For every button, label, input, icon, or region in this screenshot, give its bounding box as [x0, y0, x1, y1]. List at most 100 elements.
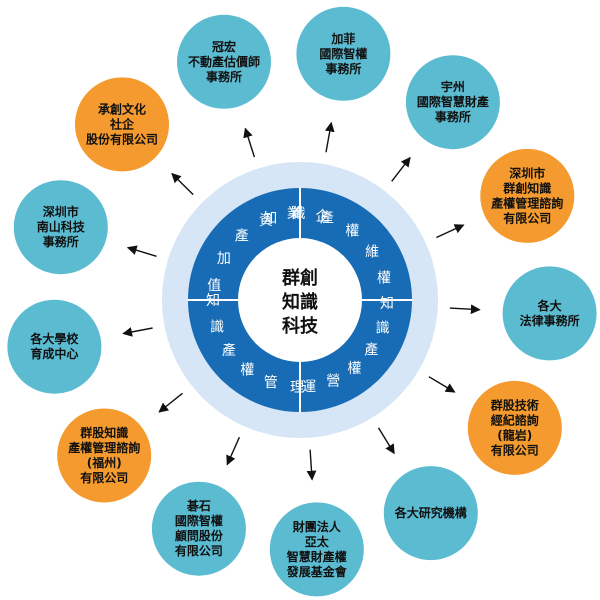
- arrow-to-research: [377, 427, 395, 455]
- ring-char: 知: [263, 210, 277, 227]
- ring-char: 產: [235, 227, 249, 244]
- partner-node-label: 法律事務所: [520, 313, 580, 328]
- partner-node-label: 事務所: [325, 61, 361, 76]
- partner-node-circle: [177, 14, 271, 109]
- arrow-to-yuzhou: [391, 156, 411, 182]
- ring-char: 識: [292, 206, 306, 222]
- partner-node-research: 各大研究機構: [383, 466, 478, 561]
- ring-char: 知: [206, 292, 220, 309]
- partner-node-label: (福州): [87, 455, 122, 470]
- partner-node-circle: [57, 408, 152, 503]
- center-title-line: 知識: [282, 291, 318, 313]
- partner-node-label: 事務所: [43, 234, 79, 249]
- center-title-line: 群創: [282, 267, 318, 289]
- partner-node-circle: [296, 6, 391, 101]
- partner-node-label: 加菲: [330, 31, 355, 46]
- partner-node-circle: [467, 380, 562, 475]
- ring-char: 權: [348, 361, 362, 377]
- partner-node-circle: [13, 180, 108, 275]
- ring-char: 權: [240, 362, 254, 378]
- arrow-to-nanshan: [126, 245, 157, 257]
- ring-char: 知: [380, 295, 394, 312]
- ring-char: 識: [210, 319, 224, 335]
- partner-node-circle: [405, 55, 500, 150]
- ring-char: 管: [264, 375, 278, 391]
- partner-node-label: 產權管理諮詢: [67, 440, 140, 455]
- partner-node-label: 碁石: [187, 498, 211, 513]
- arrow-to-guanhong: [243, 127, 256, 158]
- partner-node-circle: [502, 266, 597, 361]
- partner-node-label: 亞太: [305, 534, 330, 549]
- partner-node-label: 冠宏: [212, 39, 236, 54]
- partner-node-label: 國際智權: [175, 513, 223, 528]
- partner-node-circle: [151, 481, 246, 576]
- partner-node-label: 深圳市: [43, 204, 79, 219]
- partner-node-label: 不動產估價師: [188, 54, 260, 69]
- arrow-to-jishi: [226, 436, 241, 466]
- arrow-layer: [122, 121, 481, 481]
- partner-node-label: 國際智權: [319, 46, 367, 61]
- partner-node-label: 有限公司: [491, 442, 539, 457]
- partner-node-label: 智慧財產權: [286, 549, 347, 564]
- partner-node-label: 群股知識: [79, 425, 128, 440]
- arrow-to-jiafei: [324, 121, 335, 153]
- partner-node-label: 承創文化: [98, 101, 146, 116]
- partner-node-label: 育成中心: [30, 346, 78, 361]
- arrow-to-chengchuang: [171, 172, 194, 196]
- ring-char: 資: [259, 213, 273, 229]
- ring-char: 產: [222, 342, 236, 359]
- partner-node-label: 有限公司: [80, 470, 128, 485]
- partner-node-label: 各大學校: [29, 331, 79, 346]
- partner-node-label: 有限公司: [503, 210, 551, 225]
- partner-node-label: 事務所: [435, 109, 471, 124]
- partner-node-label: 事務所: [206, 69, 242, 84]
- arrow-to-school: [122, 327, 153, 337]
- partner-node-label: 各大: [537, 298, 562, 313]
- ring-char: 識: [376, 321, 390, 337]
- center-title-line: 科技: [282, 315, 319, 337]
- partner-node-circle: [383, 466, 478, 561]
- partner-node-label: 宇州: [441, 79, 465, 94]
- partner-node-label: 經紀諮詢: [491, 412, 539, 427]
- ring-char: 理: [290, 380, 304, 396]
- partner-node-label: 有限公司: [175, 543, 223, 558]
- center-disc: [238, 238, 362, 362]
- partner-node-label: 群創知識: [502, 180, 551, 195]
- partner-node-label: 財團法人: [292, 519, 342, 534]
- partner-node-circle: [7, 299, 102, 394]
- ring-char: 權: [377, 271, 391, 287]
- ring-char: 值: [207, 278, 221, 294]
- ring-char: 產: [320, 209, 334, 226]
- ring-char: 業: [287, 206, 301, 222]
- ring-char: 產: [364, 342, 378, 359]
- partner-node-label: 各大研究機構: [394, 505, 467, 520]
- arrow-to-qungu: [428, 376, 456, 393]
- hub: 群創知識科技企業資產加值知識產權維權知識產權管理知識產權營運: [162, 162, 438, 438]
- partner-node-label: 社企: [109, 116, 135, 131]
- ring-char: 維: [365, 244, 379, 260]
- ring-char: 權: [345, 224, 359, 240]
- partner-node-label: 顧問股份: [175, 528, 224, 543]
- arrow-to-shenzhen-qc: [436, 224, 465, 239]
- partner-node-label: 國際智慧財產: [417, 94, 489, 109]
- arrow-to-fuzhou: [158, 392, 183, 413]
- partner-node-circle: [269, 502, 364, 597]
- partner-node-label: 群股技術: [490, 397, 539, 412]
- partner-node-label: (龍岩): [497, 427, 532, 442]
- partner-node-label: 發展基金會: [286, 564, 348, 579]
- partner-node-label: 股份有限公司: [86, 131, 158, 146]
- ring-char: 運: [302, 380, 316, 396]
- arrow-to-asia-fund: [306, 449, 317, 481]
- partner-node-label: 深圳市: [509, 165, 545, 180]
- ring-char: 加: [217, 251, 231, 267]
